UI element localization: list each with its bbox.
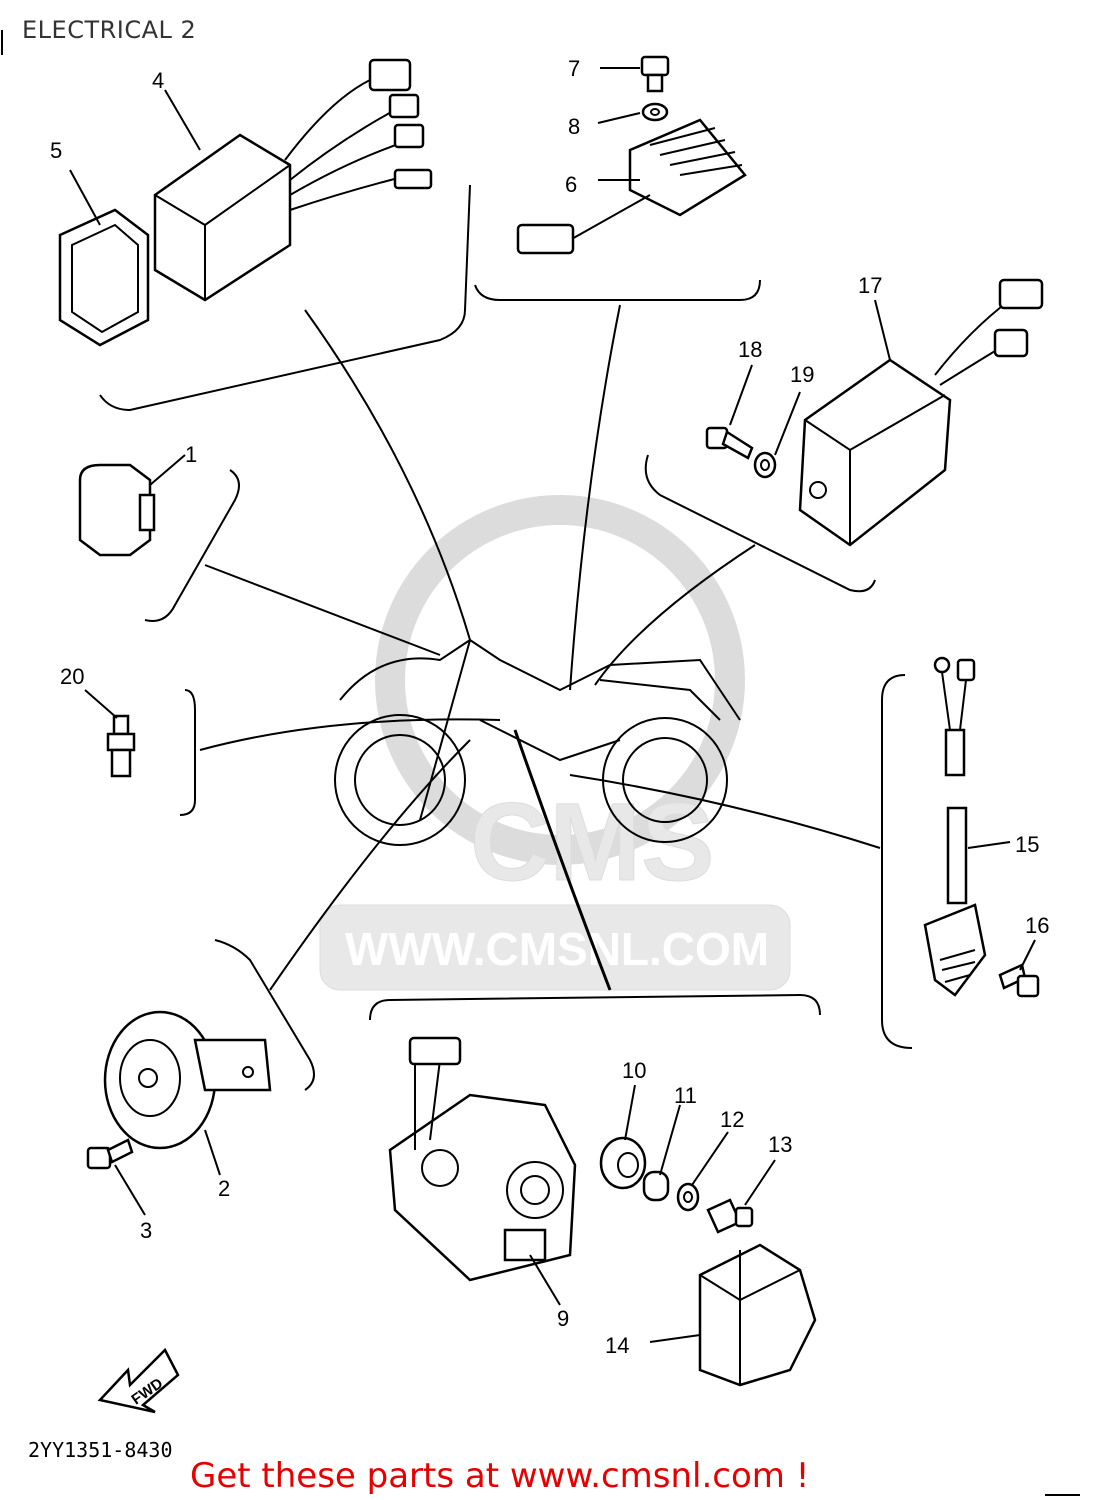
callout-1: 1 bbox=[185, 442, 197, 467]
callout-19: 19 bbox=[790, 362, 814, 387]
part-1-relay bbox=[78, 463, 156, 557]
callout-15: 15 bbox=[1015, 832, 1039, 857]
part-8-washer bbox=[641, 102, 669, 122]
watermark-logo-text: CMS bbox=[470, 781, 714, 904]
part-18-bolt bbox=[705, 426, 754, 460]
promo-link[interactable]: Get these parts at www.cmsnl.com ! bbox=[190, 1456, 810, 1496]
page-title: ELECTRICAL 2 bbox=[22, 16, 197, 44]
part-2-horn bbox=[103, 1010, 272, 1150]
callout-3: 3 bbox=[140, 1218, 152, 1243]
part-6-rectifier bbox=[516, 118, 747, 255]
watermark-logo: CMS WWW.CMSNL.COM bbox=[319, 495, 791, 991]
callout-17: 17 bbox=[858, 273, 882, 298]
part-3-bolt bbox=[86, 1138, 134, 1170]
callout-18: 18 bbox=[738, 337, 762, 362]
callout-16: 16 bbox=[1025, 913, 1049, 938]
callout-13: 13 bbox=[768, 1132, 792, 1157]
part-9-switch-assembly bbox=[388, 1036, 577, 1282]
part-7-bolt bbox=[640, 55, 670, 93]
watermark-url: WWW.CMSNL.COM bbox=[345, 923, 769, 975]
callout-12: 12 bbox=[720, 1107, 744, 1132]
part-5-rubber-cover bbox=[58, 208, 150, 347]
part-12-washer bbox=[676, 1182, 700, 1212]
callout-11: 11 bbox=[674, 1083, 697, 1108]
callout-5: 5 bbox=[50, 138, 62, 163]
part-19-washer bbox=[753, 451, 777, 479]
callout-8: 8 bbox=[568, 114, 580, 139]
callout-10: 10 bbox=[622, 1058, 646, 1083]
part-17-control-unit bbox=[798, 278, 1044, 547]
callout-4: 4 bbox=[152, 68, 164, 93]
callout-6: 6 bbox=[565, 172, 577, 197]
callout-20: 20 bbox=[60, 664, 84, 689]
group-brackets bbox=[99, 184, 913, 1091]
callout-leaders bbox=[69, 67, 1036, 1343]
fwd-arrow-icon: FWD bbox=[97, 1347, 180, 1414]
part-14-cover bbox=[698, 1243, 817, 1387]
callout-9: 9 bbox=[557, 1306, 569, 1331]
diagram-part-code: 2YY1351-8430 bbox=[28, 1438, 173, 1462]
callout-labels: 1 2 3 4 5 6 7 8 9 10 11 12 13 14 15 16 1… bbox=[50, 56, 1049, 1358]
callout-2: 2 bbox=[218, 1176, 230, 1201]
part-4-cdi-unit bbox=[153, 58, 433, 302]
motorcycle-outline bbox=[334, 638, 741, 846]
part-10-grommet bbox=[599, 1136, 647, 1190]
part-16-bolt bbox=[998, 963, 1040, 998]
callout-14: 14 bbox=[605, 1333, 629, 1358]
leader-lines bbox=[199, 304, 881, 991]
callout-7: 7 bbox=[568, 56, 580, 81]
part-13-screw bbox=[706, 1198, 754, 1234]
part-15-sensor bbox=[923, 656, 987, 997]
part-11-collar bbox=[642, 1170, 670, 1202]
part-20-spark-plug bbox=[106, 714, 136, 778]
